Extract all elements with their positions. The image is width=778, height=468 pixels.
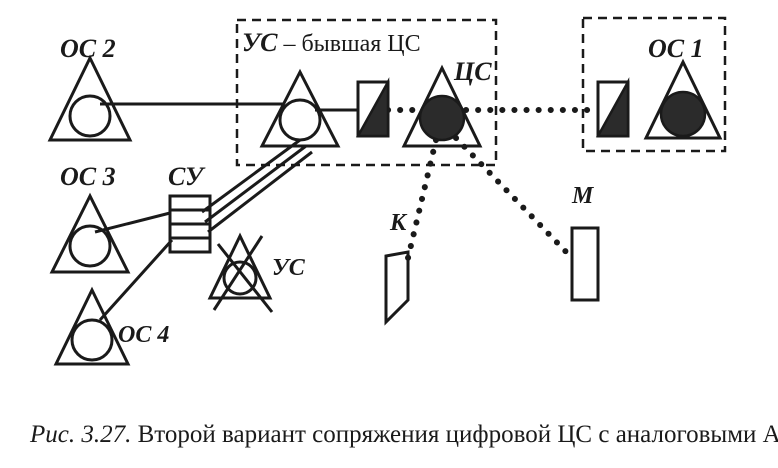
su-block [168,194,212,254]
converter-cs-side [355,77,390,138]
os1-box [581,16,727,153]
digital-link-cs-k [405,137,439,261]
os1-node [643,58,723,140]
k-device [384,250,410,326]
os4-label: ОС 4 [118,322,169,348]
caption-prefix: Рис. 3.27. [29,421,131,448]
svg-text:УС – бывшая ЦС: УС – бывшая ЦС [242,28,421,57]
os1-label: ОС 1 [648,34,704,63]
link-su-us-1 [201,138,301,214]
os4-node [53,286,131,366]
converter-os1-side [595,77,630,138]
os2-node [47,54,133,142]
us-crossed-label: УС [272,255,306,281]
m-label: М [571,183,595,209]
link-su-us-3 [207,150,313,234]
figure-caption: Рис. 3.27. Второй вариант сопряжения циф… [29,421,778,448]
link-su-us-2 [204,144,307,224]
us-former-cs-box [235,18,498,167]
cs-label: ЦС [453,57,492,86]
link-os4-su [98,238,174,322]
os2-label: ОС 2 [60,34,116,63]
k-label: К [389,210,408,236]
us-label: УС [242,28,278,57]
caption-text: Второй вариант сопряжения цифровой ЦС с … [131,421,778,448]
us-node [259,68,341,148]
us-former-cs-label: – бывшая ЦС [277,31,420,57]
os3-node [49,192,131,274]
os3-label: ОС 3 [60,162,116,191]
digital-link-cs-m [453,135,575,261]
m-device [570,226,600,302]
us-crossed-node [207,232,274,313]
cs-node [401,64,483,148]
su-label: СУ [168,162,206,191]
